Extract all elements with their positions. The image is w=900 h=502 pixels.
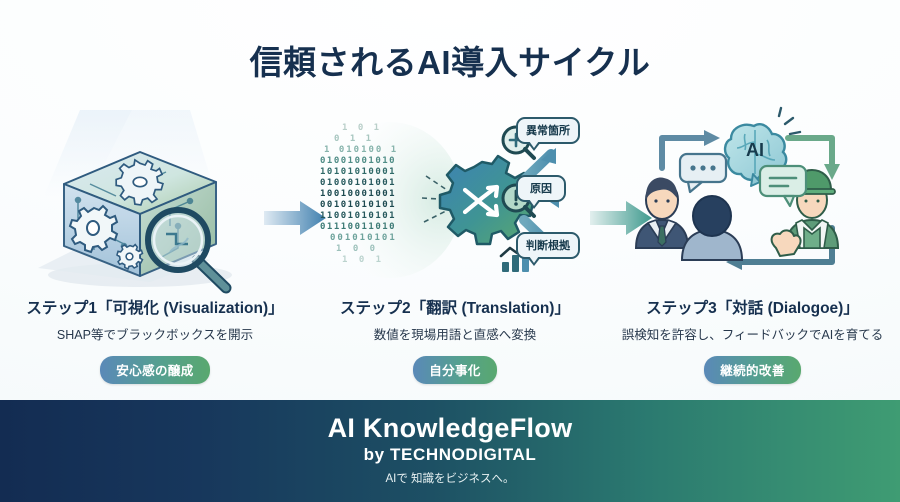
gear-icon-small	[116, 243, 144, 271]
step-2-badge: 自分事化	[413, 356, 497, 384]
gear-icon-left	[68, 204, 119, 254]
step-1-subtitle: SHAP等でブラックボックスを開示	[56, 328, 254, 342]
brain-sparks	[777, 106, 802, 136]
speech-bubble-lines-icon	[758, 164, 808, 208]
footer-brand: AI KnowledgeFlow	[327, 413, 573, 443]
step-3-title: ステップ3「対話 (Dialogoe)」	[646, 300, 859, 317]
illustration-row: 1 0 1 0 1 1 1 010100 1 01001001010 10101…	[0, 106, 900, 294]
svg-text:1 010100 1: 1 010100 1	[324, 145, 398, 155]
footer-by: by TECHNODIGITAL	[363, 445, 537, 465]
page-title: 信頼されるAI導入サイクル	[249, 44, 651, 81]
step-1-badge: 安心感の醸成	[100, 356, 210, 384]
output-bubble-1-label: 異常箇所	[526, 125, 570, 137]
illustration-step-2: 1 0 1 0 1 1 1 010100 1 01001001010 10101…	[318, 110, 590, 290]
step-3-subtitle: 誤検知を許容し、フィードバックでAIを育てる	[621, 328, 884, 342]
output-bubble-2-label: 原因	[530, 183, 552, 195]
svg-text:1 0 1: 1 0 1	[342, 123, 382, 133]
caption-row: ステップ1「可視化 (Visualization)」 SHAP等でブラックボック…	[0, 296, 900, 392]
data-funnel-glow	[318, 122, 462, 278]
output-bubble-1: 異常箇所	[516, 117, 580, 151]
glass-cube	[63, 151, 217, 277]
person-businessman-icon	[634, 177, 690, 249]
svg-text:1 0 1: 1 0 1	[342, 255, 384, 265]
illustration-step-3: AI	[620, 106, 890, 290]
footer-banner: AI KnowledgeFlow by TECHNODIGITAL AIで 知識…	[0, 400, 900, 502]
footer-tagline: AIで 知識をビジネスへ。	[385, 473, 515, 486]
flow-arrow-2-icon	[588, 198, 654, 238]
caption-step-1: ステップ1「可視化 (Visualization)」 SHAP等でブラックボック…	[10, 296, 300, 384]
svg-text:00101010101: 00101010101	[320, 200, 396, 210]
gear-icon-top	[115, 158, 164, 206]
svg-text:01000101001: 01000101001	[320, 178, 396, 188]
person-back-view-icon	[680, 195, 744, 261]
flow-arrow-1-icon	[262, 198, 328, 238]
output-bubble-3: 判断根拠	[516, 232, 580, 266]
svg-text:0 1 1: 0 1 1	[334, 134, 374, 144]
output-bubble-3-label: 判断根拠	[526, 240, 570, 252]
step-2-subtitle: 数値を現場用語と直感へ変換	[373, 328, 537, 342]
svg-text:1 0 0: 1 0 0	[336, 244, 378, 254]
caption-step-2: ステップ2「翻訳 (Translation)」 数値を現場用語と直感へ変換 自分…	[310, 296, 600, 384]
shuffle-gear-icon	[438, 154, 535, 246]
illustration-step-1	[20, 110, 280, 294]
binary-stream: 1 0 1 0 1 1 1 010100 1 01001001010 10101…	[320, 123, 398, 265]
svg-text:001010101: 001010101	[330, 233, 397, 243]
svg-text:01001001010: 01001001010	[320, 156, 396, 166]
svg-text:10101010001: 10101010001	[320, 167, 396, 177]
light-beam	[44, 110, 132, 196]
speech-bubble-dots-icon	[678, 152, 728, 194]
step-2-title: ステップ2「翻訳 (Translation)」	[340, 300, 570, 317]
shuffle-arrows	[462, 184, 500, 218]
magnifier-icon	[145, 207, 232, 294]
caption-step-3: ステップ3「対話 (Dialogoe)」 誤検知を許容し、フィードバックでAIを…	[605, 296, 900, 384]
svg-text:10010001001: 10010001001	[320, 189, 396, 199]
svg-text:11001010101: 11001010101	[320, 211, 396, 221]
output-bubble-2: 原因	[516, 175, 566, 209]
step-3-badge: 継続的改善	[704, 356, 801, 384]
brain-label: AI	[746, 140, 764, 160]
svg-text:01110011010: 01110011010	[320, 222, 396, 232]
step-1-title: ステップ1「可視化 (Visualization)」	[26, 300, 284, 317]
